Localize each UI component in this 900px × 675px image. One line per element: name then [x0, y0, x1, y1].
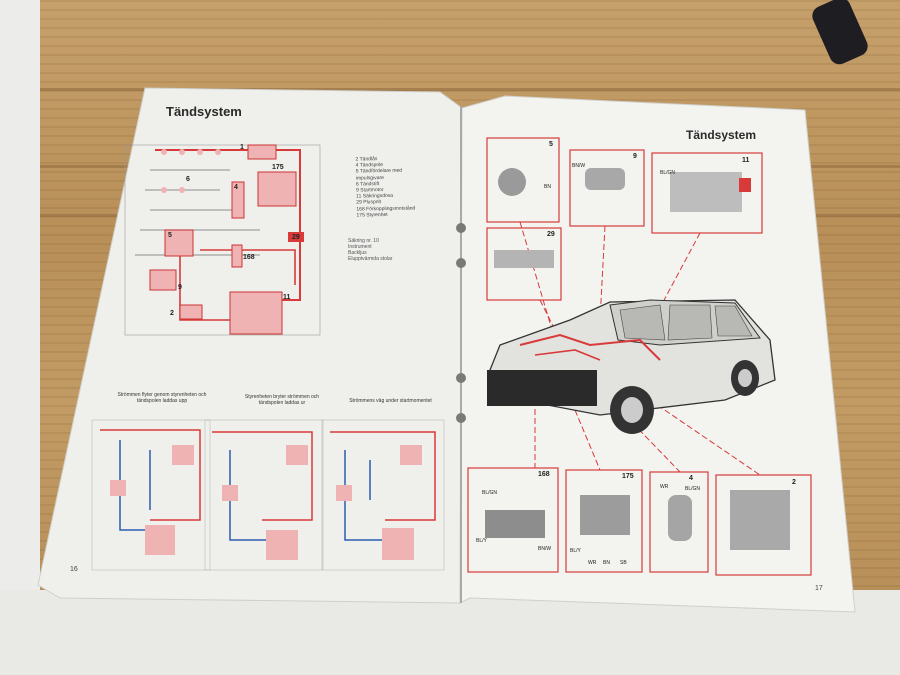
fuse-note-line: Instrument — [348, 244, 372, 250]
left-page-number: 16 — [70, 566, 78, 573]
wire-label: SB — [620, 560, 627, 566]
wire-label: BN — [544, 184, 551, 190]
diagram-number: 5 — [168, 232, 172, 239]
main-wiring-diagram — [124, 144, 321, 336]
right-page-number: 17 — [815, 585, 823, 592]
left-page-title: Tändsystem — [166, 104, 242, 119]
box-number: 29 — [547, 231, 555, 238]
box-number: 168 — [538, 471, 550, 478]
diagram-number: 6 — [186, 176, 190, 183]
component-legend: 2 Tändlås 4 Tändspole 5 Tändfördelare me… — [355, 155, 415, 218]
fuse-note: Säkring nr. 10 Instrument Backljus Elupp… — [348, 238, 392, 262]
wire-label: WR — [660, 484, 669, 490]
box-number: 2 — [792, 479, 796, 486]
component-illustrations — [485, 168, 790, 550]
wire-label: BL/Y — [570, 548, 581, 554]
diagram-number: 2 — [170, 310, 174, 317]
small-diagram-2 — [204, 419, 324, 571]
wire-label: WR — [588, 560, 597, 566]
caption-charging: Strömmen flyter genom styrenheten och tä… — [117, 392, 207, 404]
box-number: 5 — [549, 141, 553, 148]
wire-label: BL/GN — [482, 490, 498, 496]
caption-start: Strömmens väg under startmomentet — [349, 398, 432, 404]
car-illustration — [487, 299, 776, 434]
diagram-number: 1 — [240, 144, 244, 151]
fuse-note-line: Säkring nr. 10 — [348, 238, 379, 244]
fuse-note-line: Elupptvärmda stolar — [348, 256, 393, 262]
fuse-note-line: Backljus — [348, 250, 367, 256]
box-number: 11 — [742, 157, 750, 164]
small-diagram-1 — [91, 419, 211, 571]
binding-hole — [456, 258, 466, 268]
wire-label: BL/Y — [476, 538, 487, 544]
binding-hole — [456, 223, 466, 233]
wire-label: BN/W — [572, 163, 586, 169]
box-number: 175 — [622, 473, 634, 480]
diagram-number: 11 — [283, 294, 291, 301]
caption-discharging: Styrenheten bryter strömmen och tändspol… — [244, 394, 320, 406]
box-number: 9 — [633, 153, 637, 160]
white-tray-left — [0, 0, 40, 675]
diagram-number: 9 — [178, 284, 182, 291]
diagram-number: 168 — [243, 254, 255, 261]
table-seam — [0, 88, 900, 91]
right-page-title: Tändsystem — [686, 128, 757, 142]
wire-label: BN/W — [538, 546, 552, 552]
wire-label: BL/GN — [660, 170, 676, 176]
binding-hole — [456, 413, 466, 423]
box-number: 4 — [689, 475, 693, 482]
wire-label: BN — [603, 560, 610, 566]
small-diagram-3 — [321, 419, 445, 571]
wire-label: BL/GN — [685, 486, 701, 492]
diagram-number: 4 — [234, 184, 238, 191]
legend-item: 175 Styrenhet — [356, 211, 388, 219]
component-boxes — [467, 137, 812, 576]
diagram-number: 29 — [292, 234, 300, 241]
diagram-number: 175 — [272, 164, 284, 171]
binding-hole — [456, 373, 466, 383]
